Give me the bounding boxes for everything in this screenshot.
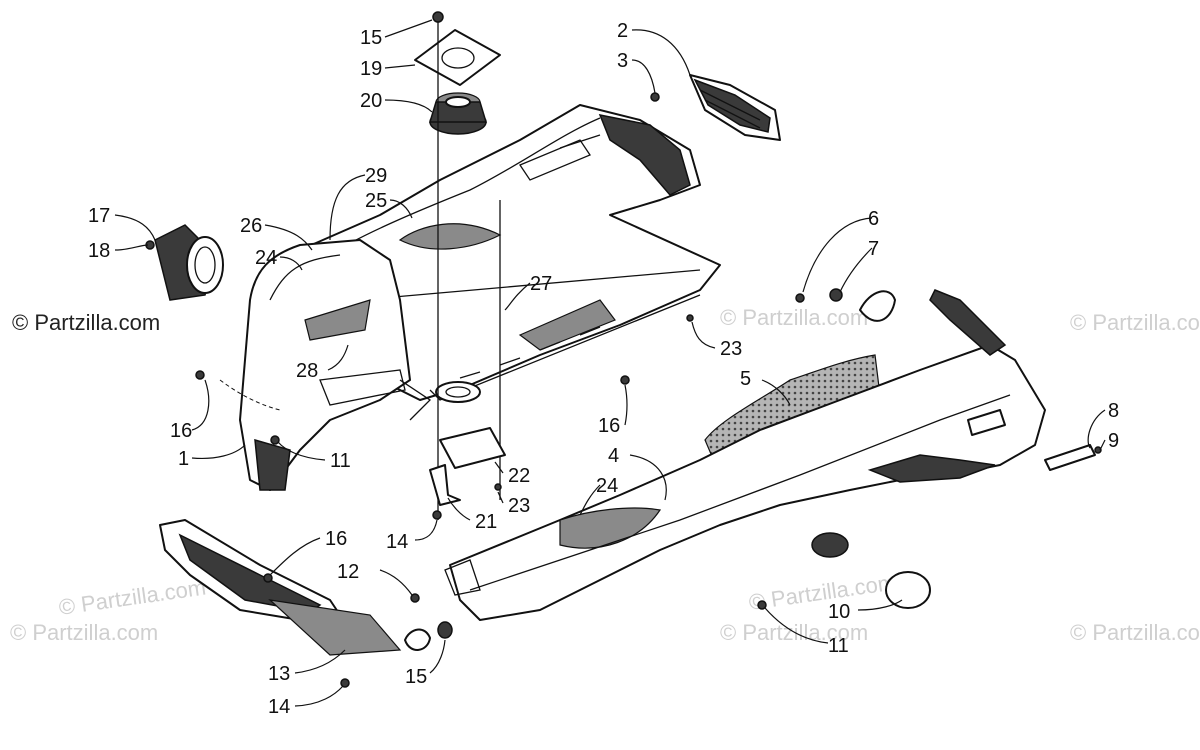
part-number-labels: 15 19 20 2 3 29 25 26 24 28 17 18 16 1 1… — [88, 20, 1119, 718]
part-number-5: 5 — [740, 368, 751, 390]
pin-23 — [686, 314, 694, 322]
screw-3 — [650, 92, 660, 102]
lower-washer — [404, 621, 453, 651]
part-number-6: 6 — [868, 208, 879, 230]
part-number-12: 12 — [337, 561, 359, 583]
part-number-15: 15 — [405, 666, 427, 688]
watermark-text: © Partzilla.com — [57, 575, 207, 620]
watermark-text: © Partzilla.com — [10, 620, 158, 645]
pin-23 — [494, 483, 502, 491]
small-plate — [439, 427, 506, 469]
part-number-26: 26 — [240, 215, 262, 237]
part-number-23: 23 — [508, 495, 530, 517]
part-number-16: 16 — [325, 528, 347, 550]
part-number-14: 14 — [386, 531, 408, 553]
access-plate — [414, 11, 501, 86]
part-number-24: 24 — [255, 247, 277, 269]
part-number-10: 10 — [828, 601, 850, 623]
part-number-15: 15 — [360, 27, 382, 49]
port-ring — [435, 381, 481, 403]
part-number-22: 22 — [508, 465, 530, 487]
left-side-panel — [219, 239, 432, 491]
part-number-27: 27 — [530, 273, 552, 295]
watermark-group: © Partzilla.com © Partzilla.com © Partzi… — [10, 300, 1200, 645]
reflector-plate — [1044, 444, 1096, 471]
bolt-6 — [795, 293, 805, 303]
part-number-14: 14 — [268, 696, 290, 718]
part-number-20: 20 — [360, 90, 382, 112]
watermark-main: © Partzilla.com — [12, 310, 160, 335]
port-ring-inner — [445, 386, 471, 398]
part-number-11: 11 — [330, 450, 351, 472]
part-number-11: 11 — [828, 635, 849, 657]
nose-grille — [689, 74, 781, 141]
part-number-2: 2 — [617, 20, 628, 42]
screw-14 — [432, 510, 442, 520]
right-chassis — [444, 289, 1046, 621]
leader-lines — [114, 19, 1106, 707]
part-number-25: 25 — [365, 190, 387, 212]
watermark-text: © Partzilla.com — [1070, 310, 1200, 335]
dome-cap — [829, 288, 896, 322]
part-number-29: 29 — [365, 165, 387, 187]
part-number-24: 24 — [596, 475, 618, 497]
screw-16 — [195, 370, 205, 380]
part-number-1: 1 — [178, 448, 189, 470]
part-number-17: 17 — [88, 205, 110, 227]
fuel-fill-boot — [154, 224, 224, 301]
screw-11 — [270, 435, 280, 445]
part-number-16: 16 — [170, 420, 192, 442]
part-number-28: 28 — [296, 360, 318, 382]
part-number-8: 8 — [1108, 400, 1119, 422]
grommet-seal — [428, 92, 488, 135]
mount-bracket — [429, 464, 461, 506]
rubber-plug — [811, 532, 931, 609]
front-bumper — [159, 519, 402, 656]
part-number-13: 13 — [268, 663, 290, 685]
part-number-9: 9 — [1108, 430, 1119, 452]
screw-9 — [1094, 446, 1102, 454]
part-number-23: 23 — [720, 338, 742, 360]
screw-16 — [263, 573, 273, 583]
watermark-text: © Partzilla.com — [747, 570, 897, 615]
part-number-19: 19 — [360, 58, 382, 80]
watermark-text: © Partzilla.com — [1070, 620, 1200, 645]
part-number-3: 3 — [617, 50, 628, 72]
part-number-4: 4 — [608, 445, 619, 467]
part-number-16: 16 — [598, 415, 620, 437]
screw-14 — [340, 678, 350, 688]
part-number-21: 21 — [475, 511, 497, 533]
watermark-text: © Partzilla.com — [720, 305, 868, 330]
part-number-7: 7 — [868, 238, 879, 260]
screw-16 — [620, 375, 630, 385]
screw-12 — [410, 593, 420, 603]
part-number-18: 18 — [88, 240, 110, 262]
screw-11 — [757, 600, 767, 610]
